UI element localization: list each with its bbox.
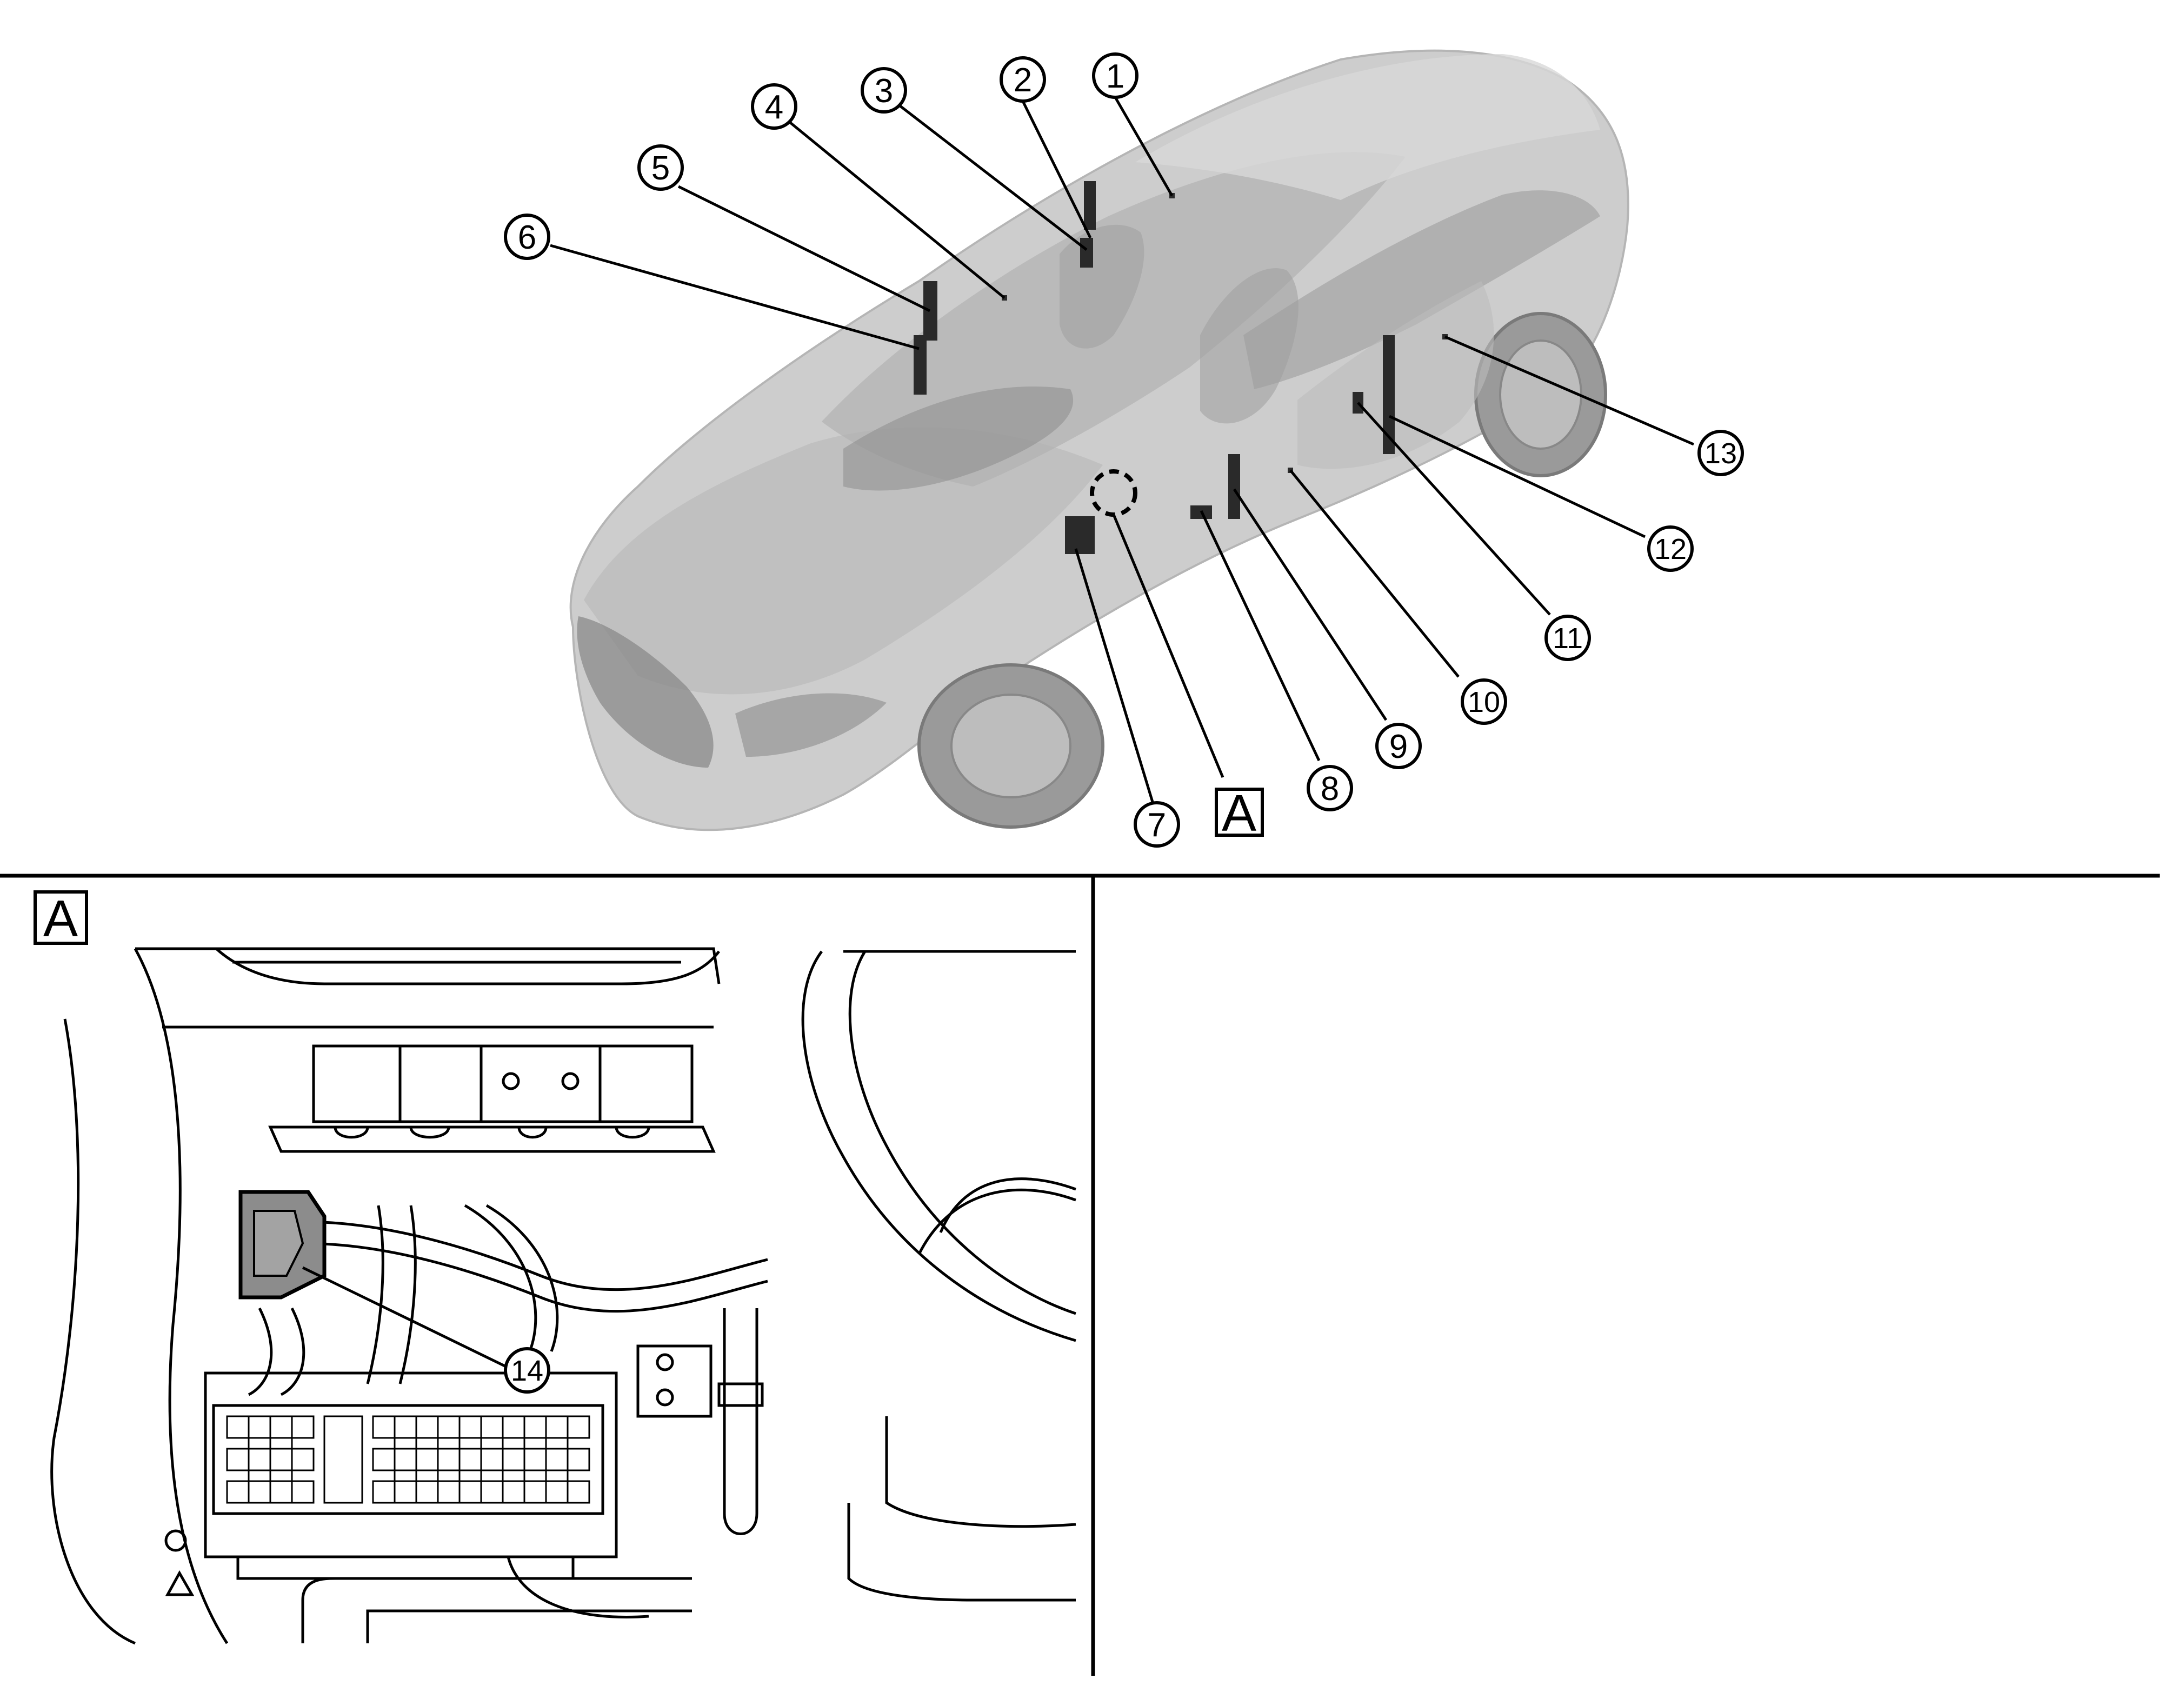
callout-2: 2 xyxy=(1000,56,1046,103)
callout-10: 10 xyxy=(1461,678,1507,725)
callout-5-label: 5 xyxy=(651,150,670,187)
callout-10-label: 10 xyxy=(1468,686,1500,718)
callout-12-label: 12 xyxy=(1654,533,1687,565)
car-headlight xyxy=(735,693,887,757)
callout-11-label: 11 xyxy=(1553,622,1583,655)
component-5 xyxy=(923,281,937,341)
callout-3: 3 xyxy=(861,67,907,114)
leader-line-14 xyxy=(302,1266,509,1369)
fuse-grid xyxy=(226,1415,590,1504)
detail-a-label: A xyxy=(43,890,78,948)
car-side-windows xyxy=(1243,190,1600,389)
callout-9: 9 xyxy=(1375,723,1422,769)
overview-ref-a: A xyxy=(1215,784,1264,842)
car-roof xyxy=(1135,54,1600,200)
callout-4: 4 xyxy=(751,83,797,130)
detail-a-label-box: A xyxy=(34,890,88,948)
callout-14: 14 xyxy=(504,1347,550,1394)
callout-13-label: 13 xyxy=(1704,437,1737,470)
callout-14-label: 14 xyxy=(511,1355,543,1387)
front-seat-left xyxy=(1200,268,1299,424)
callout-8-label: 8 xyxy=(1321,770,1339,808)
rear-door-panel xyxy=(1297,281,1494,469)
callout-9-label: 9 xyxy=(1389,728,1408,765)
callout-6: 6 xyxy=(504,214,550,260)
detail-a-line-art xyxy=(50,947,1076,1645)
component-12 xyxy=(1383,335,1395,454)
callout-8: 8 xyxy=(1307,765,1353,811)
component-2 xyxy=(1084,181,1096,230)
callout-circles: 1 2 3 4 5 6 7 8 xyxy=(504,52,1744,848)
callout-11: 11 xyxy=(1544,615,1591,661)
car-grille xyxy=(577,616,714,768)
component-3 xyxy=(1080,238,1093,268)
overview-ref-a-label: A xyxy=(1222,784,1256,842)
callout-3-label: 3 xyxy=(875,72,893,110)
callout-7-label: 7 xyxy=(1148,807,1166,844)
component-6 xyxy=(914,335,927,395)
component-7 xyxy=(1065,516,1095,554)
callout-13: 13 xyxy=(1697,430,1744,476)
dashboard xyxy=(843,386,1074,491)
car-hood xyxy=(584,427,1103,695)
callout-12: 12 xyxy=(1647,525,1694,572)
callout-7: 7 xyxy=(1134,801,1180,848)
callout-2-label: 2 xyxy=(1014,62,1032,99)
car-rear-wheel-rim xyxy=(1499,339,1582,450)
component-14-module xyxy=(238,1190,327,1300)
callout-1: 1 xyxy=(1092,52,1138,99)
callout-6-label: 6 xyxy=(518,219,536,256)
component-9 xyxy=(1228,454,1240,519)
callout-5: 5 xyxy=(637,144,684,191)
car-front-wheel-rim xyxy=(950,694,1071,798)
leader-lines xyxy=(550,96,1694,811)
callout-1-label: 1 xyxy=(1106,58,1124,95)
callout-4-label: 4 xyxy=(765,89,783,126)
components xyxy=(914,181,1448,554)
